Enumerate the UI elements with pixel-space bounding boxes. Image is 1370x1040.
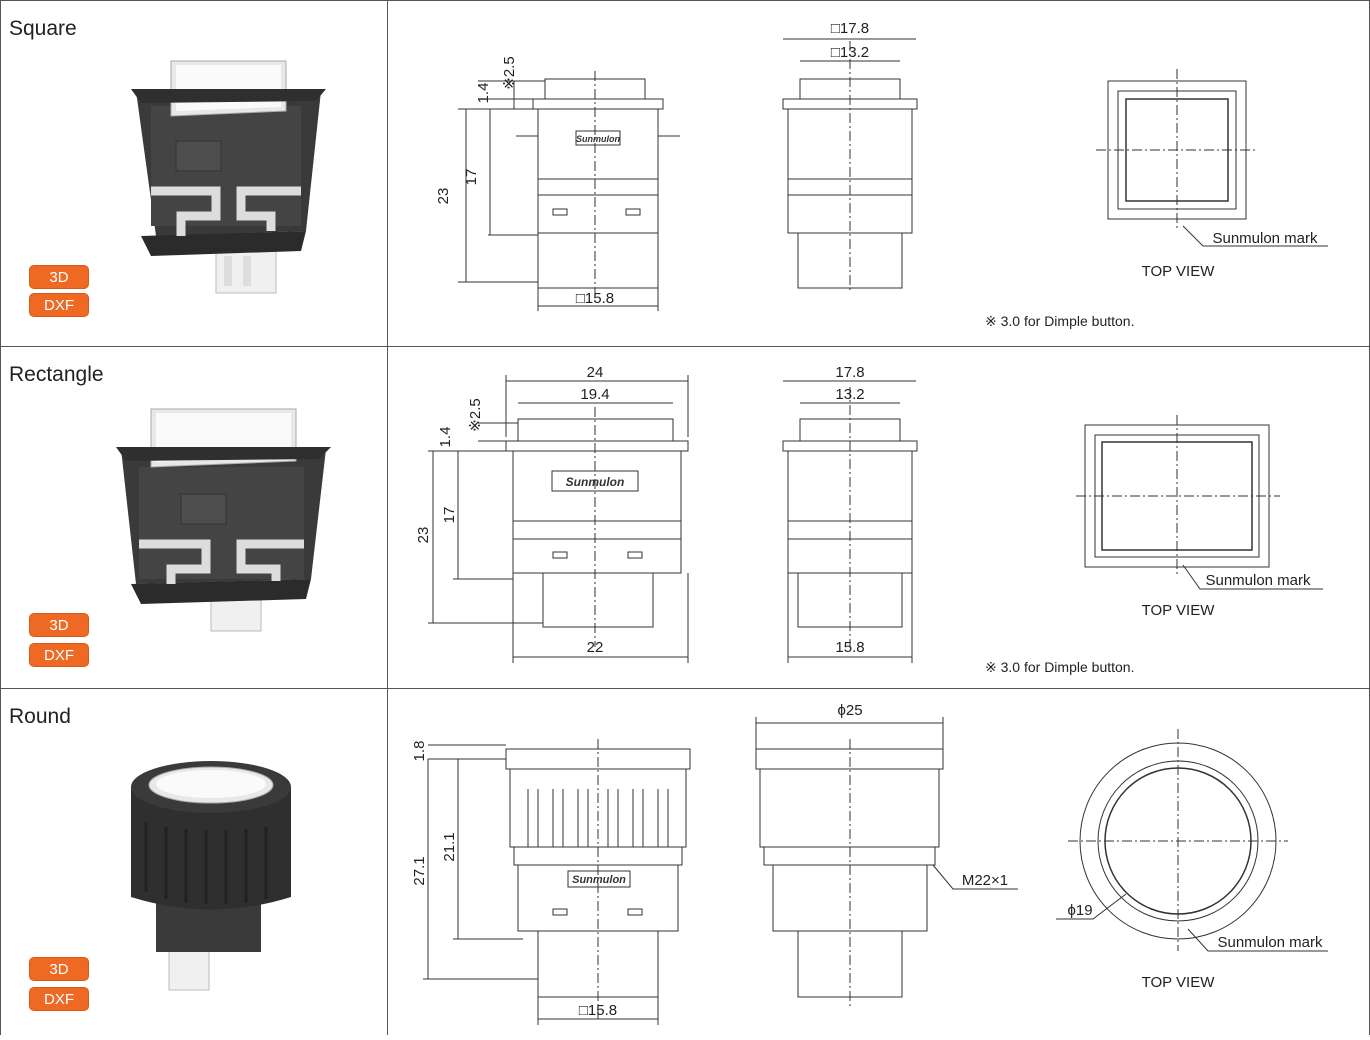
logo-text: Sunmulon: [576, 134, 620, 144]
download-3d-button[interactable]: 3D: [29, 957, 89, 981]
dim-bezel: 1.4: [437, 427, 454, 448]
top-view: [1096, 69, 1328, 247]
dim-button-top: ※2.5: [467, 398, 484, 431]
download-dxf-button[interactable]: DXF: [29, 293, 89, 317]
dim-height-total: 23: [415, 527, 432, 544]
dim-height-body: 17: [463, 169, 480, 186]
photo-cell-rectangle: Rectangle 3D DXF: [0, 347, 388, 689]
side-view: [782, 38, 918, 291]
dimple-note: ※ 3.0 for Dimple button.: [985, 659, 1134, 675]
drawing-square: Sunmulon: [435, 20, 1328, 329]
side-view: [782, 380, 918, 663]
logo-text: Sunmulon: [566, 475, 625, 489]
product-photo-round: [131, 761, 291, 991]
dim-bottom: □15.8: [576, 290, 614, 307]
sunmulon-mark-label: Sunmulon mark: [1205, 572, 1311, 589]
row-square: Square 3D DXF: [0, 0, 1370, 347]
top-view-label: TOP VIEW: [1142, 263, 1216, 280]
top-view: [1076, 415, 1323, 590]
front-view: Sunmulon: [423, 739, 691, 1025]
product-photo-rectangle: [116, 408, 331, 632]
row-title: Square: [9, 17, 77, 40]
dim-side-inner: □13.2: [831, 44, 869, 61]
drawing-round: Sunmulon 1.8 27.1 21.1: [411, 702, 1328, 1025]
front-view: Sunmulon: [428, 375, 689, 663]
drawing-rectangle: Sunmulon 24 19.4: [415, 364, 1323, 675]
drawing-cell-round: Sunmulon 1.8 27.1 21.1: [388, 689, 1370, 1035]
dim-height-total: 27.1: [411, 856, 428, 885]
download-dxf-button[interactable]: DXF: [29, 987, 89, 1011]
dim-top: 1.8: [411, 741, 428, 762]
front-view: Sunmulon: [458, 71, 680, 311]
row-title: Rectangle: [9, 363, 104, 386]
top-view: [1056, 729, 1328, 952]
product-photo-square: [131, 60, 326, 294]
logo-text: Sunmulon: [572, 874, 626, 886]
download-dxf-button[interactable]: DXF: [29, 643, 89, 667]
download-3d-button[interactable]: 3D: [29, 613, 89, 637]
dim-height-body: 17: [441, 507, 458, 524]
top-view-label: TOP VIEW: [1142, 602, 1216, 619]
sunmulon-mark-label: Sunmulon mark: [1212, 230, 1318, 247]
dim-top-inner: 19.4: [580, 386, 609, 403]
dim-side-diameter: ϕ25: [837, 702, 862, 719]
dim-thread: M22×1: [962, 872, 1008, 889]
photo-cell-square: Square 3D DXF: [0, 1, 388, 347]
drawing-cell-rectangle: Sunmulon 24 19.4: [388, 347, 1370, 689]
dimple-note: ※ 3.0 for Dimple button.: [985, 313, 1134, 329]
dim-bottom: 22: [587, 639, 604, 656]
dim-height-body: 21.1: [441, 832, 458, 861]
row-round: Round 3D DXF: [0, 688, 1370, 1035]
dim-button-top: ※2.5: [501, 56, 518, 89]
row-title: Round: [9, 705, 71, 728]
row-rectangle: Rectangle 3D DXF: [0, 346, 1370, 689]
dim-side-outer: 17.8: [835, 364, 864, 381]
dim-bottom: □15.8: [579, 1002, 617, 1019]
dim-bezel: 1.4: [475, 83, 492, 104]
top-view-label: TOP VIEW: [1142, 974, 1216, 991]
photo-cell-round: Round 3D DXF: [0, 689, 388, 1035]
download-3d-button[interactable]: 3D: [29, 265, 89, 289]
dim-side-inner: 13.2: [835, 386, 864, 403]
side-view: [755, 717, 1018, 1009]
sunmulon-mark-label: Sunmulon mark: [1217, 934, 1323, 951]
dim-top-outer: 24: [587, 364, 604, 381]
dim-side-outer: □17.8: [831, 20, 869, 37]
dim-top-diameter: ϕ19: [1067, 902, 1092, 919]
dim-height-total: 23: [435, 188, 452, 205]
dim-side-bottom: 15.8: [835, 639, 864, 656]
drawing-cell-square: Sunmulon: [388, 1, 1370, 347]
